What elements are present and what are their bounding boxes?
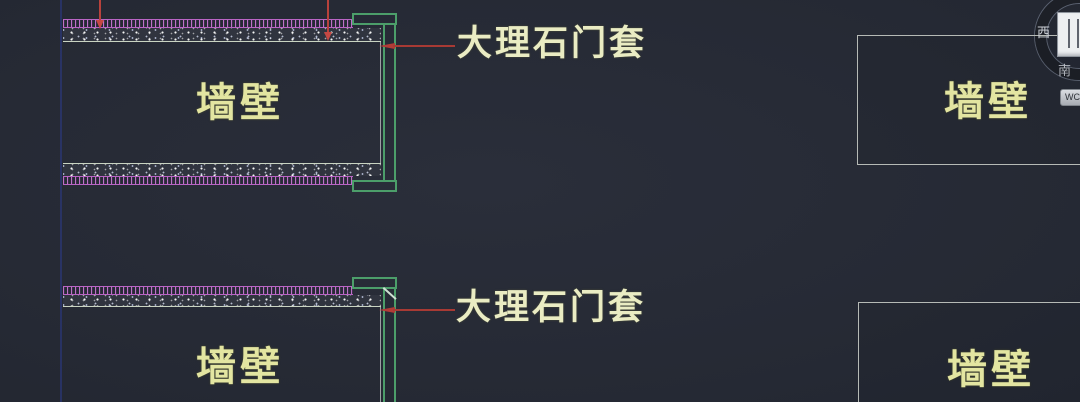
door-casing-flange-top: [352, 277, 397, 289]
viewcube-compass-ring-icon[interactable]: [1035, 0, 1080, 80]
leader-line: [393, 45, 455, 47]
leader-line: [393, 309, 455, 311]
insulation-hatch-top: [63, 19, 353, 28]
compass-west-label[interactable]: 西: [1037, 25, 1051, 40]
door-casing-flange-top: [352, 13, 397, 25]
wall-label: 墙壁: [196, 81, 284, 125]
plaster-hatch-top: [63, 295, 381, 307]
wcs-dropdown-button[interactable]: WCS: [1060, 89, 1080, 106]
blue-guide-line: [60, 0, 62, 402]
plaster-hatch-top: [63, 28, 381, 42]
dimension-witness-line: [327, 0, 329, 34]
wall-label: 墙壁: [944, 80, 1032, 124]
leader-arrow-icon: [379, 43, 395, 49]
marble-door-casing-callout: 大理石门套: [457, 24, 648, 63]
dimension-arrow-icon: [96, 20, 104, 29]
insulation-hatch-top: [63, 286, 353, 295]
wall-outline-top-right: [857, 35, 1080, 165]
dimension-witness-line: [99, 0, 101, 22]
leader-arrow-icon: [379, 307, 395, 313]
door-casing-jamb: [383, 23, 396, 181]
wall-label: 墙壁: [196, 345, 284, 389]
dimension-arrow-icon: [324, 32, 332, 41]
insulation-hatch-bottom: [63, 176, 353, 185]
wall-end-line: [380, 307, 381, 402]
viewcube-face-glyph-icon: [1068, 19, 1079, 48]
marble-door-casing-callout: 大理石门套: [456, 288, 647, 327]
wall-label: 墙壁: [947, 348, 1035, 392]
plaster-hatch-bottom: [63, 163, 381, 176]
door-casing-jamb: [383, 287, 396, 402]
compass-south-label[interactable]: 南: [1058, 63, 1072, 78]
wall-end-line: [380, 42, 381, 163]
wall-outline-bottom-right: [858, 302, 1080, 402]
door-casing-flange-bottom: [352, 180, 397, 192]
